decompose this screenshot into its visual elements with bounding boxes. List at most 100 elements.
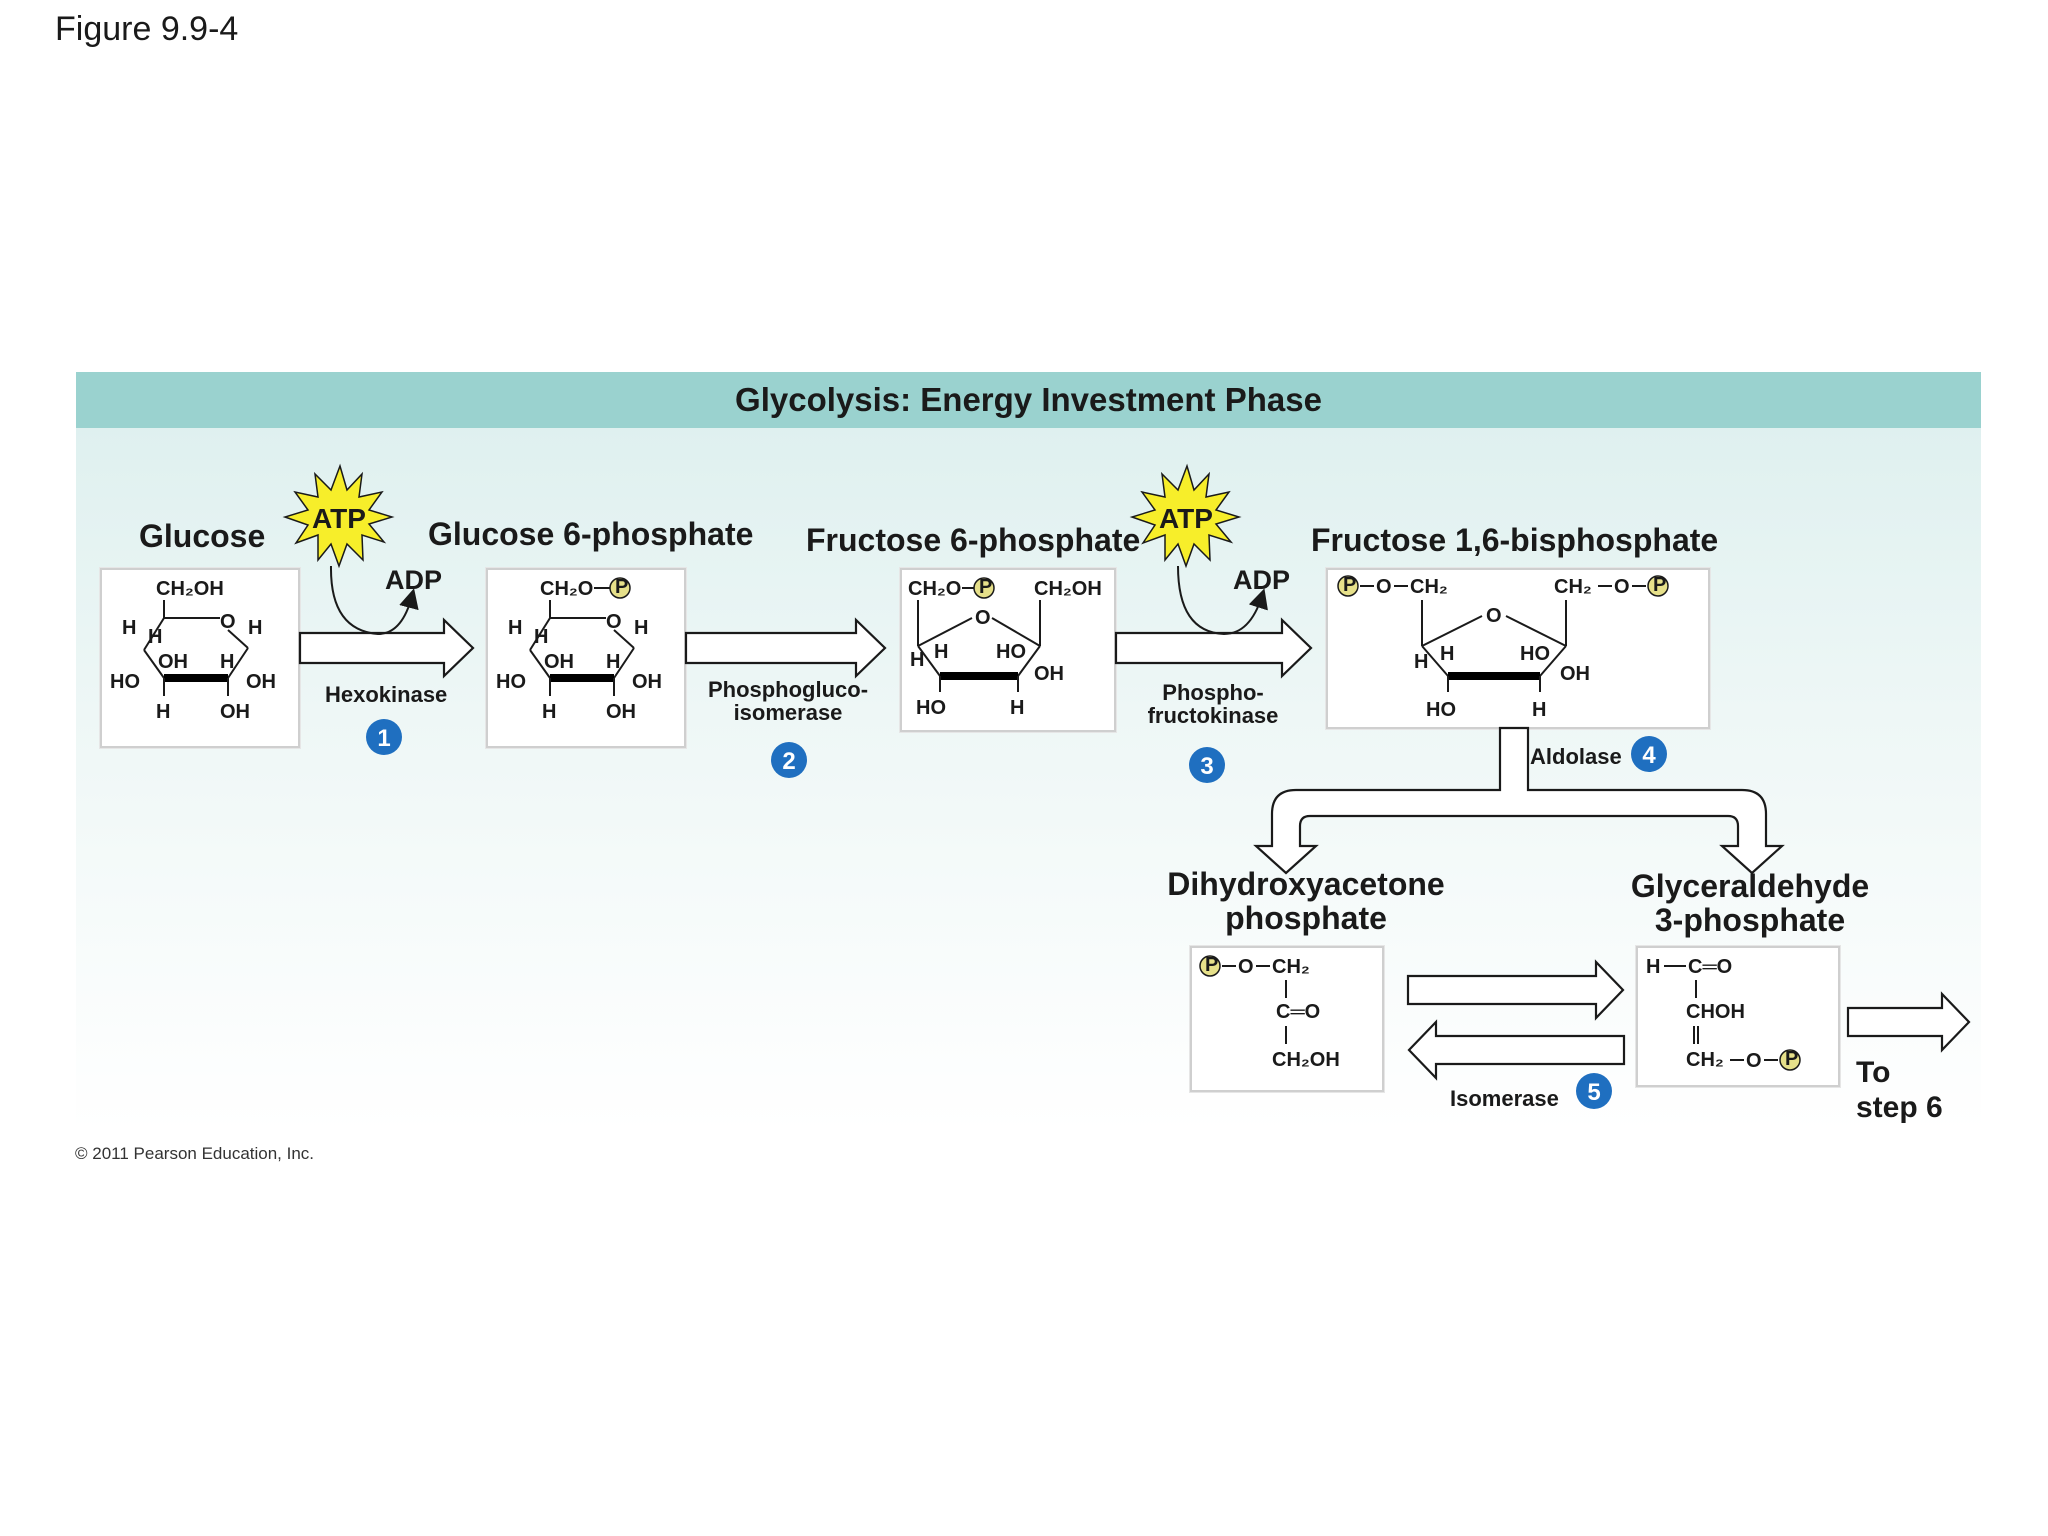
- svg-text:OH: OH: [1034, 663, 1064, 685]
- atp-burst-2: ATP: [1129, 463, 1242, 569]
- svg-text:H: H: [934, 641, 948, 663]
- svg-text:H: H: [1440, 643, 1454, 665]
- step-circle-3: 3: [1189, 747, 1225, 783]
- f6p-structure: CH₂O P CH₂OH O H H HO OH HO H: [908, 576, 1102, 719]
- step-circle-5: 5: [1576, 1073, 1612, 1109]
- aldolase-label: Aldolase: [1530, 744, 1622, 769]
- f16bp-label: Fructose 1,6-bisphosphate: [1311, 522, 1719, 558]
- g6p-label: Glucose 6-phosphate: [428, 516, 754, 552]
- svg-text:H: H: [534, 626, 548, 648]
- svg-text:OH: OH: [606, 701, 636, 723]
- svg-text:H: H: [156, 701, 170, 723]
- svg-text:P: P: [1653, 574, 1666, 596]
- copyright-notice: © 2011 Pearson Education, Inc.: [75, 1144, 315, 1163]
- svg-text:CH₂O: CH₂O: [908, 578, 961, 600]
- svg-text:O: O: [1746, 1050, 1762, 1072]
- arrow-step-2: [684, 617, 887, 679]
- svg-text:H: H: [1414, 651, 1428, 673]
- svg-text:P: P: [615, 576, 628, 598]
- svg-text:OH: OH: [220, 701, 250, 723]
- step-circle-1: 1: [366, 719, 402, 755]
- glucose-label: Glucose: [139, 518, 266, 554]
- to-step-6-label: To step 6: [1856, 1056, 1943, 1125]
- svg-text:CH₂: CH₂: [1410, 576, 1448, 598]
- svg-text:3: 3: [1200, 753, 1213, 780]
- atp-to-adp-curve-1: [329, 565, 419, 636]
- dhap-label-line2: phosphate: [1225, 899, 1387, 936]
- svg-text:OH: OH: [1560, 663, 1590, 685]
- svg-text:H: H: [1532, 699, 1546, 721]
- f6p-label: Fructose 6-phosphate: [806, 522, 1141, 558]
- svg-text:OH: OH: [544, 651, 574, 673]
- svg-text:CH₂: CH₂: [1686, 1049, 1724, 1071]
- svg-text:CH₂: CH₂: [1554, 576, 1592, 598]
- svg-text:O: O: [1238, 956, 1254, 978]
- svg-text:HO: HO: [1426, 699, 1456, 721]
- to-step-6-line1: To: [1856, 1056, 1891, 1089]
- pfk-label-line1: Phospho-: [1162, 680, 1264, 705]
- svg-text:HO: HO: [496, 671, 526, 693]
- svg-text:OH: OH: [632, 671, 662, 693]
- atp-text-2: ATP: [1159, 503, 1213, 534]
- g3p-label-line2: 3-phosphate: [1654, 901, 1846, 938]
- svg-text:HO: HO: [916, 697, 946, 719]
- g3p-structure: H C═O CHOH CH₂ O P: [1646, 956, 1801, 1072]
- svg-text:H: H: [910, 649, 924, 671]
- svg-text:1: 1: [377, 725, 390, 752]
- hexokinase-label: Hexokinase: [325, 682, 448, 707]
- atp-to-adp-curve-2: [1177, 565, 1268, 636]
- step-circle-4: 4: [1631, 736, 1667, 772]
- svg-text:HO: HO: [1520, 643, 1550, 665]
- arrow-aldolase-split: [1253, 726, 1785, 875]
- glucose-structure-box: [100, 568, 300, 748]
- svg-text:CH₂OH: CH₂OH: [1272, 1049, 1340, 1071]
- pfk-label: Phospho- fructokinase: [1113, 681, 1313, 727]
- svg-text:O: O: [606, 611, 622, 633]
- svg-text:H: H: [1646, 956, 1660, 978]
- svg-text:H: H: [148, 626, 162, 648]
- pgi-label-line1: Phosphogluco-: [707, 677, 869, 702]
- step-circle-2: 2: [771, 742, 807, 778]
- svg-text:5: 5: [1587, 1079, 1600, 1106]
- pgi-label: Phosphogluco- isomerase: [688, 678, 888, 724]
- arrow-step-1: [298, 617, 475, 679]
- dhap-structure-box: [1190, 946, 1384, 1092]
- svg-text:H: H: [542, 701, 556, 723]
- svg-text:H: H: [220, 651, 234, 673]
- svg-text:O: O: [1376, 576, 1392, 598]
- svg-text:H: H: [1010, 697, 1024, 719]
- svg-text:CHOH: CHOH: [1686, 1001, 1745, 1023]
- svg-text:CH₂OH: CH₂OH: [1034, 578, 1102, 600]
- banner-title: Glycolysis: Energy Investment Phase: [76, 372, 1981, 428]
- svg-text:H: H: [634, 617, 648, 639]
- svg-text:P: P: [1205, 954, 1218, 976]
- svg-text:O: O: [975, 607, 991, 629]
- arrow-isomerase-reverse: [1407, 1019, 1626, 1081]
- pgi-label-line2: isomerase: [733, 700, 843, 726]
- svg-text:OH: OH: [246, 671, 276, 693]
- svg-text:O: O: [1486, 605, 1502, 627]
- svg-text:H: H: [248, 617, 262, 639]
- isomerase-label: Isomerase: [1450, 1086, 1559, 1111]
- g3p-label: Glyceraldehyde 3-phosphate: [1600, 868, 1900, 938]
- g3p-label-line1: Glyceraldehyde: [1630, 868, 1870, 904]
- dhap-label-line1: Dihydroxyacetone: [1167, 866, 1445, 902]
- f6p-structure-box: [900, 568, 1116, 732]
- svg-text:O: O: [1614, 576, 1630, 598]
- arrow-isomerase-forward: [1406, 959, 1625, 1021]
- svg-text:P: P: [1785, 1048, 1798, 1070]
- svg-text:OH: OH: [158, 651, 188, 673]
- svg-text:O: O: [220, 611, 236, 633]
- svg-text:CH₂OH: CH₂OH: [156, 578, 224, 600]
- dhap-structure: P O CH₂ C═O CH₂OH: [1199, 954, 1340, 1071]
- svg-text:H: H: [606, 651, 620, 673]
- svg-text:P: P: [979, 576, 992, 598]
- f16bp-structure: P O CH₂ CH₂ O P O H H HO OH HO H: [1337, 574, 1669, 721]
- g6p-structure: CH₂O P O H H H OH H HO OH H OH: [496, 576, 662, 723]
- svg-text:HO: HO: [996, 641, 1026, 663]
- svg-text:C═O: C═O: [1276, 1001, 1320, 1023]
- pfk-label-line2: fructokinase: [1147, 703, 1279, 729]
- svg-text:H: H: [122, 617, 136, 639]
- atp-text-1: ATP: [312, 503, 366, 534]
